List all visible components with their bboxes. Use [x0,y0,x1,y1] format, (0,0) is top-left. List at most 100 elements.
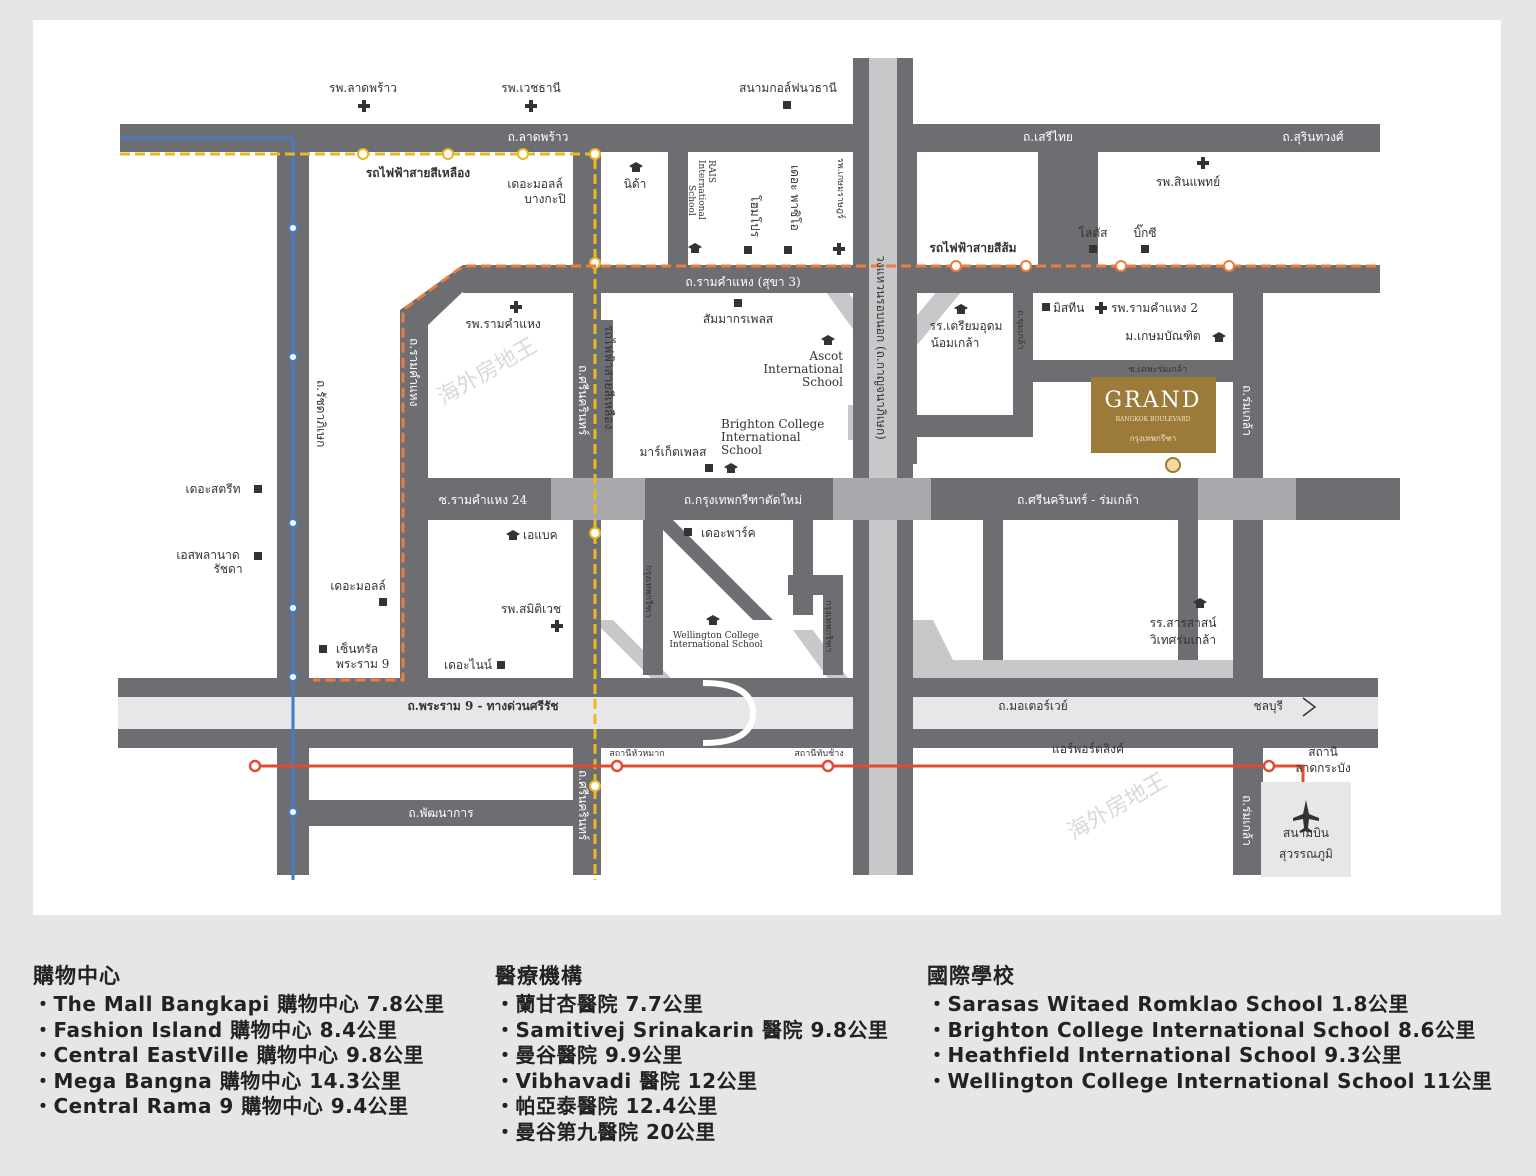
orange-line-stations [950,260,1235,272]
poi-lat-phrao-hospital: รพ.ลาดพร้าว [329,81,397,95]
list-item: 曼谷醫院 9.9公里 [495,1043,888,1069]
list-item: Wellington College International School … [927,1069,1492,1095]
legend-shopping-title: 購物中心 [33,964,121,988]
airport-link-line [255,764,1305,782]
school-icon [1212,332,1226,342]
poi-nida: นิด้า [624,177,647,191]
school-icon [706,615,720,625]
poi-the-park: เดอะพาร์ค [701,526,756,540]
poi-rais-1: RAIS [706,160,716,183]
shop-icon [705,464,713,472]
shop-icon [254,552,262,560]
poi-vejthani-hospital: รพ.เวชธานี [501,81,560,95]
poi-brighton-1: Brighton College [721,417,824,431]
list-item: Heathfield International School 9.3公里 [927,1043,1492,1069]
shop-icon [319,645,327,653]
shop-icon [783,101,791,109]
list-item: Samitivej Srinakarin 醫院 9.8公里 [495,1018,888,1044]
legend-medical: 醫療機構 蘭甘杏醫院 7.7公里 Samitivej Srinakarin 醫院… [495,960,888,1145]
road-srinakarin-v-label: ถ.ศรีนครินทร์ [576,365,590,436]
poi-rais-3: School [686,185,696,216]
poi-mistine: มิสทีน [1053,301,1084,315]
road-khumklao-label: ถ.ขุมเกล้า [1015,310,1026,350]
list-item: Mega Bangna 購物中心 14.3公里 [33,1069,445,1095]
road-kanchanaphisek-label: วงแหวนรอบนอก (ถ.กาญจนาภิเษก) [874,255,888,440]
list-item: 曼谷第九醫院 20公里 [495,1120,888,1146]
poi-the-street: เดอะสตรีท [185,482,240,496]
hospital-icon [1095,302,1107,314]
list-item: 帕亞泰醫院 12.4公里 [495,1094,888,1120]
list-item: Central EastVille 購物中心 9.8公里 [33,1043,445,1069]
legend-shopping: 購物中心 The Mall Bangkapi 購物中心 7.8公里 Fashio… [33,960,445,1120]
list-item: Vibhavadi 醫院 12公里 [495,1069,888,1095]
school-icon [688,243,702,253]
list-item: 蘭甘杏醫院 7.7公里 [495,992,888,1018]
road-ramkhamhaeng-label: ถ.รามคำแหง (สุขา 3) [685,275,800,290]
legend-medical-title: 醫療機構 [495,964,583,988]
poi-home-pro: โฮมโปร [748,195,762,238]
school-icon [629,162,643,172]
project-marker[interactable]: GRAND BANGKOK BOULEVARD กรุงเทพกรีฑา [1091,377,1216,473]
legend-schools-title: 國際學校 [927,964,1015,988]
hospital-icon [525,100,537,112]
poi-the-nine: เดอะไนน์ [444,658,492,672]
poi-central-1: เซ็นทรัล [336,641,378,656]
road-chonburi-label: ชลบุรี [1253,699,1283,714]
poi-wellington-1: Wellington College [673,631,759,641]
hospital-icon [833,243,845,255]
road-romklao-label: ถ.ร่มเกล้า [1240,385,1254,436]
shop-icon [784,246,792,254]
list-item: The Mall Bangkapi 購物中心 7.8公里 [33,992,445,1018]
poi-triam-udom-1: รร.เตรียมอุดม [930,319,1003,334]
poi-esplanade-1: เอสพลานาด [176,548,239,562]
school-icon [821,335,835,345]
poi-ramkhamhaeng2-hospital: รพ.รามคำแหง 2 [1111,301,1198,315]
rama9-road [118,697,853,729]
poi-the-mall-3: เดอะมอลล์ [330,579,385,593]
poi-triam-udom-2: น้อมเกล้า [931,336,980,350]
shop-icon [497,661,505,669]
poi-ascot-3: School [802,375,843,389]
road-krungthep-kritha-v-label: กรุงเทพกรีฑา [643,565,654,617]
blue-line [120,136,295,880]
yellow-line-v-label: รถไฟฟ้าสายสีเหลือง [602,325,616,429]
yellow-line-stations [357,148,601,792]
station-ban-thap-chang-label: สถานีทับช้าง [794,748,843,759]
legend-schools: 國際學校 Sarasas Witaed Romklao School 1.8公里… [927,960,1492,1094]
road-srinakarin-v2-label: ถ.ศรีนครินทร์ [576,770,590,841]
poi-the-promenade: เดอะ พาซิโอ [788,165,802,231]
shop-icon [734,299,742,307]
project-pin-icon [1165,457,1181,473]
location-map: GRAND BANGKOK BOULEVARD กรุงเทพกรีฑา ถ.ล… [33,20,1501,915]
station-lat-krabang-label-1: สถานี [1308,745,1338,759]
poi-kasemrad-hospital: รพ.เกษมราษฎร์ [835,158,847,219]
road-romklao2-label: ถ.ร่มเกล้า [1240,795,1254,846]
poi-sarasas-2: วิเทศร่มเกล้า [1150,633,1216,647]
poi-esplanade-2: รัชดา [213,562,242,576]
chonburi-arrow-icon [1302,697,1317,717]
hospital-icon [358,100,370,112]
list-item: Sarasas Witaed Romklao School 1.8公里 [927,992,1492,1018]
poi-market-place: มาร์เก็ตเพลส [640,444,708,459]
road-srinakarin-romklao-label: ถ.ศรีนครินทร์ - ร่มเกล้า [1017,493,1139,507]
poi-big-c: บิ๊กซี [1133,224,1156,240]
project-thai: กรุงเทพกรีฑา [1130,434,1177,443]
watermark-1: 海外房地王 [434,334,542,411]
project-name: GRAND [1105,388,1202,413]
ring-road-center [869,58,897,875]
shop-icon [254,485,262,493]
airport-link-label: แอร์พอร์ตลิงค์ [1052,742,1124,756]
road-surinthawong-label: ถ.สุรินทวงศ์ [1282,130,1344,145]
poi-central-2: พระราม 9 [336,657,389,671]
poi-nava-golf: สนามกอล์ฟนวธานี [739,81,837,95]
orange-line [313,264,1376,682]
poi-wellington-2: International School [669,640,762,650]
poi-ascot-1: Ascot [808,349,843,363]
poi-brighton-3: School [721,443,762,457]
road-phatthanakan-label: ถ.พัฒนาการ [408,806,474,820]
shop-icon [1141,245,1149,253]
orange-line-label: รถไฟฟ้าสายสีส้ม [929,240,1016,255]
poi-the-mall-bangkapi-2: บางกะปิ [524,192,566,206]
poi-lotus: โลตัส [1079,226,1109,240]
poi-brighton-2: International [721,430,801,444]
